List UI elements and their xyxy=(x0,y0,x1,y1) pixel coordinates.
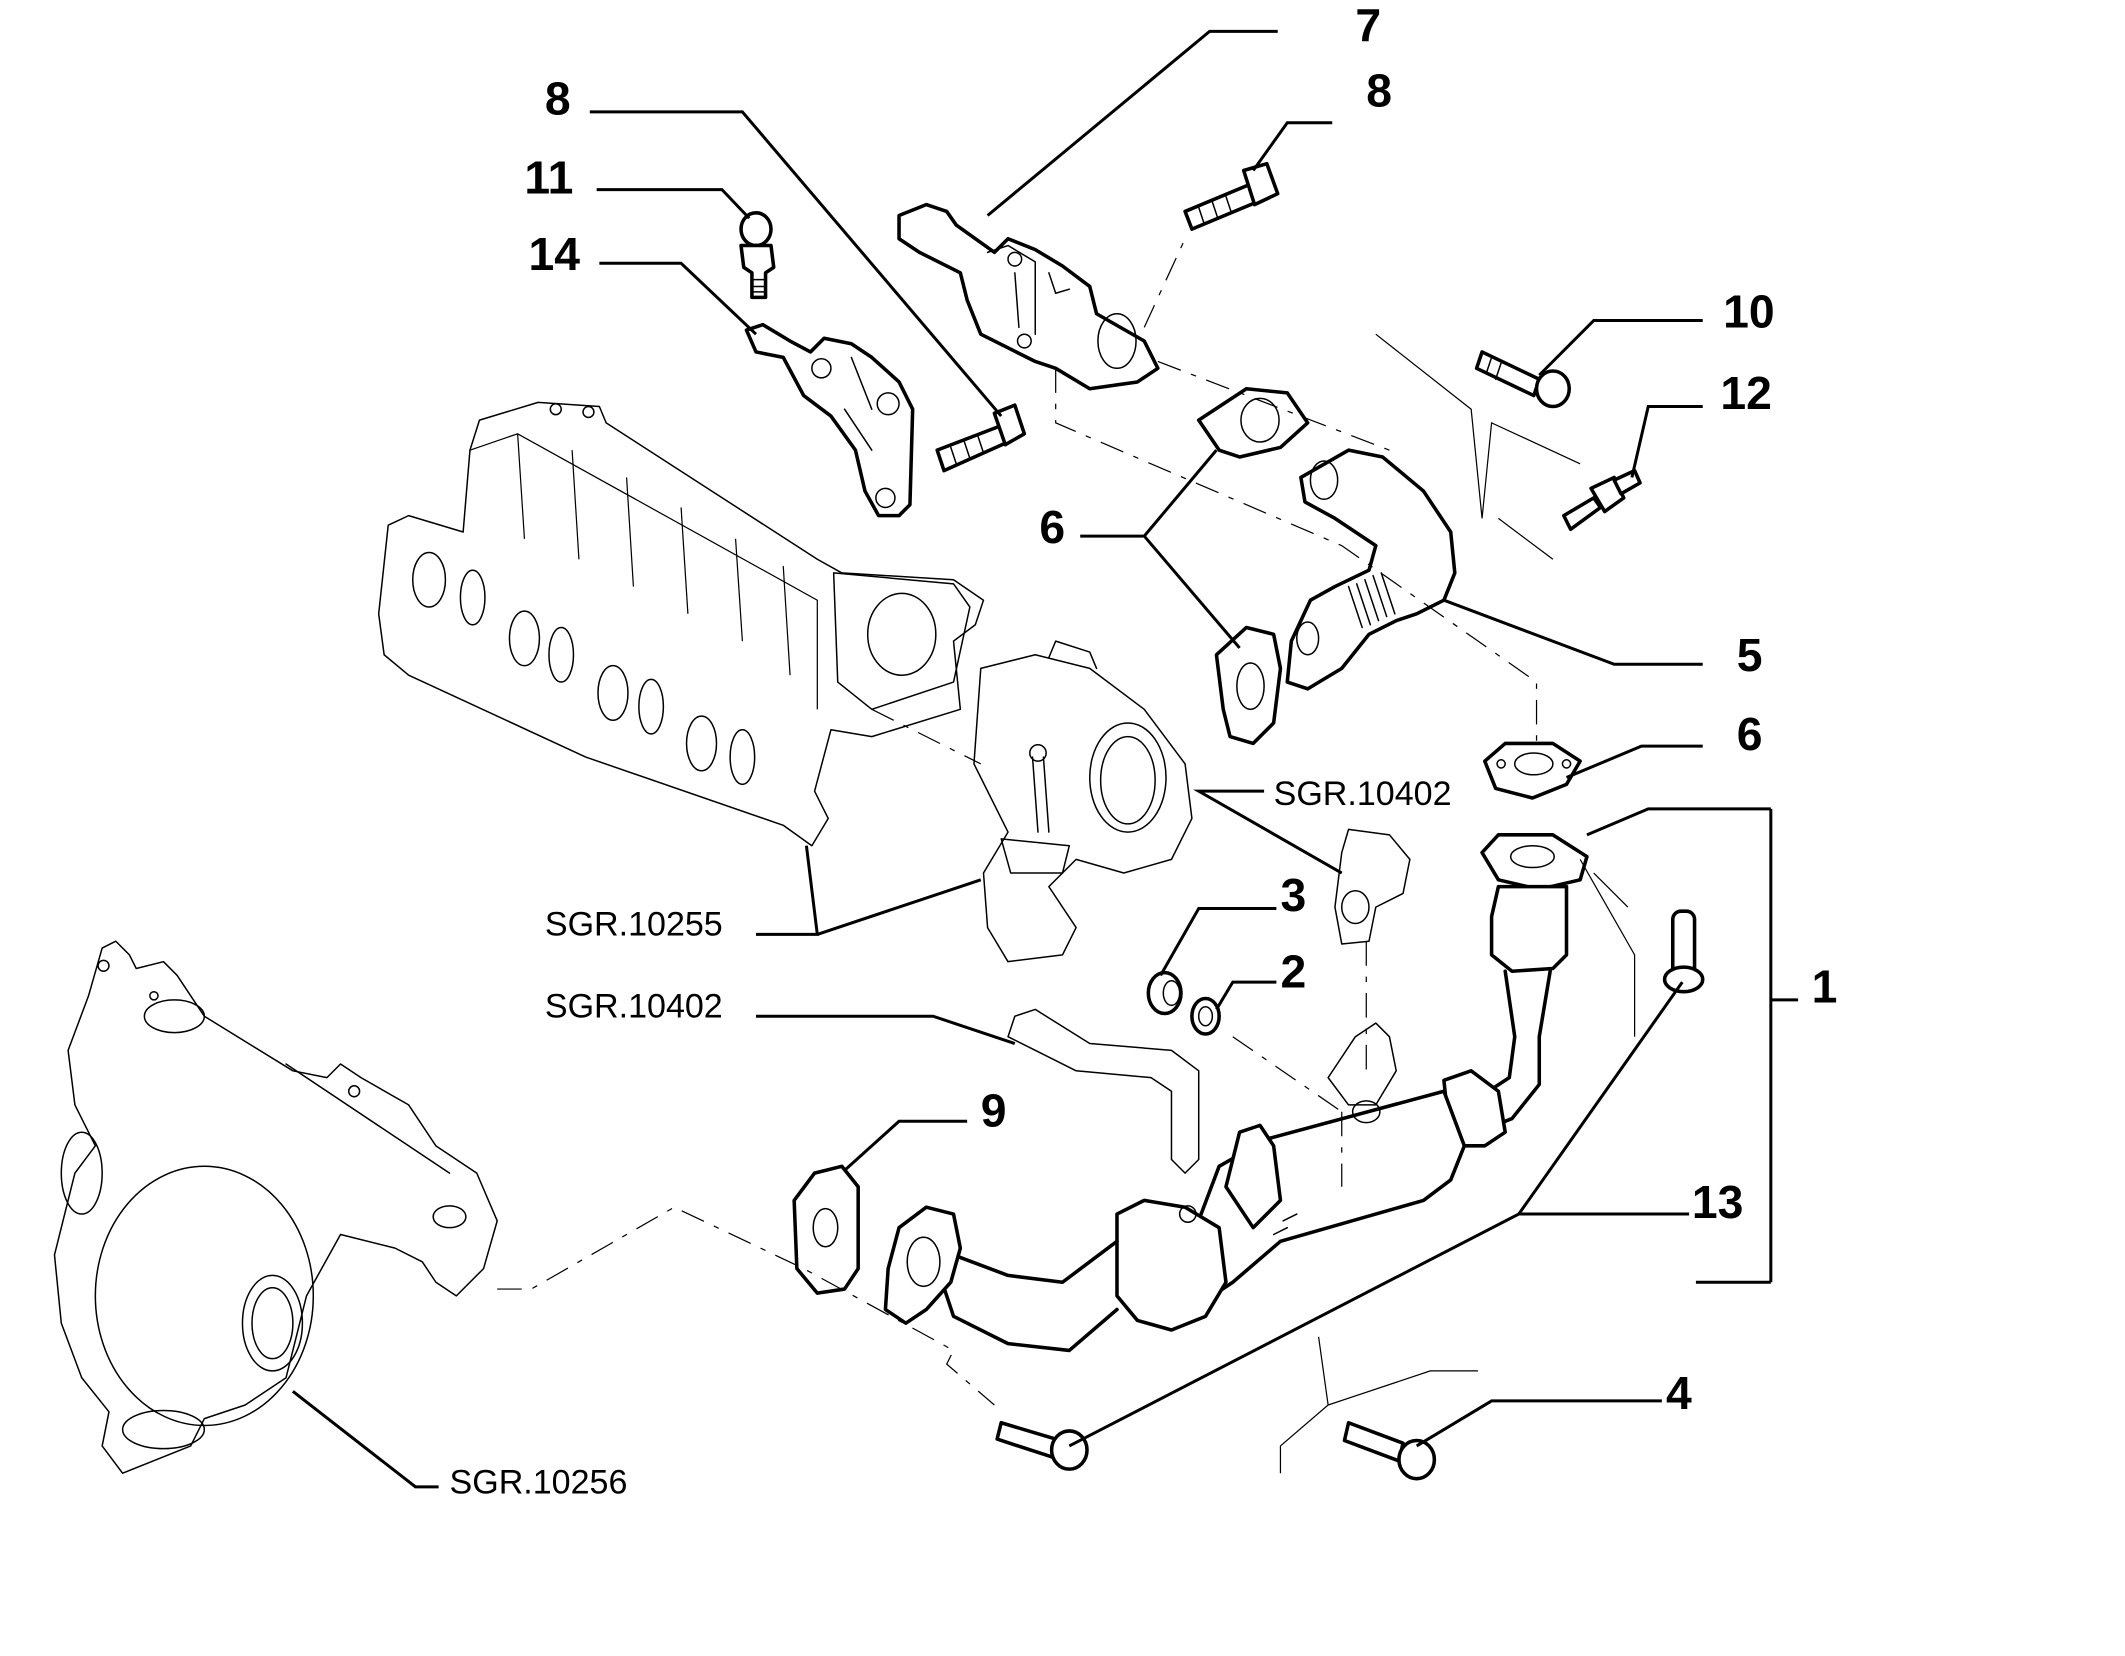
callout-6-lower: 6 xyxy=(1737,708,1763,760)
intake-manifold xyxy=(377,401,985,847)
callout-7: 7 xyxy=(1355,0,1381,51)
callout-5: 5 xyxy=(1737,629,1763,681)
stud-11 xyxy=(739,211,776,300)
bolt-10 xyxy=(1474,350,1572,409)
callout-8-left: 8 xyxy=(545,73,571,125)
stud-12 xyxy=(1562,468,1642,532)
callout-8-right: 8 xyxy=(1366,64,1392,116)
ref-sgr-10402-lower: SGR.10402 xyxy=(545,988,723,1026)
callout-6-upper: 6 xyxy=(1039,501,1065,553)
ref-sgr-10256: SGR.10256 xyxy=(450,1464,628,1502)
gasket-6-middle xyxy=(1214,625,1283,746)
gasket-6-lower xyxy=(1483,741,1582,800)
gasket-6-upper xyxy=(1196,386,1310,459)
bolt-13 xyxy=(1662,909,1705,994)
callout-1: 1 xyxy=(1812,961,1838,1013)
ref-sgr-10255: SGR.10255 xyxy=(545,906,723,944)
reference-labels: SGR.10402 SGR.10255 SGR.10402 SGR.10256 xyxy=(450,775,1452,1502)
callout-12: 12 xyxy=(1720,367,1771,419)
turbocharger xyxy=(53,940,498,1474)
callout-9: 9 xyxy=(981,1085,1007,1137)
leader-lines xyxy=(291,29,1799,1489)
callout-11: 11 xyxy=(524,152,573,204)
egr-pipe-5 xyxy=(1285,448,1457,691)
bolt-8-right xyxy=(1183,161,1280,231)
egr-valve-7 xyxy=(897,202,1160,391)
bolt-4-left xyxy=(995,1420,1089,1471)
callout-4: 4 xyxy=(1666,1367,1692,1419)
hose-lower xyxy=(1007,1008,1200,1174)
bolt-4-right xyxy=(1342,1420,1437,1481)
callout-10: 10 xyxy=(1723,285,1774,337)
callout-14: 14 xyxy=(529,228,581,280)
bolt-8-left xyxy=(935,403,1027,473)
callout-2: 2 xyxy=(1280,946,1306,998)
throttle-body xyxy=(973,640,1193,963)
callout-13: 13 xyxy=(1692,1176,1743,1228)
washer-2 xyxy=(1190,996,1221,1036)
egr-cooler-1 xyxy=(883,833,1589,1353)
assembly-lines xyxy=(497,238,1636,1474)
bracket-14 xyxy=(744,322,915,518)
elbow-connector xyxy=(1334,828,1411,945)
ref-sgr-10402-upper: SGR.10402 xyxy=(1274,775,1452,813)
gasket-9 xyxy=(792,1164,860,1295)
bush-3 xyxy=(1146,970,1183,1016)
callout-3: 3 xyxy=(1280,869,1306,921)
callout-labels: 7 8 8 11 14 10 12 6 5 6 3 2 1 9 13 4 xyxy=(524,0,1837,1419)
